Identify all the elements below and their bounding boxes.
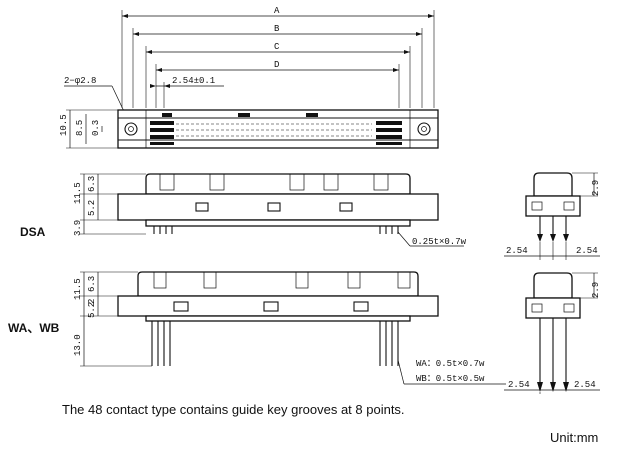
dsa-dim-6-3: 6.3 bbox=[87, 176, 97, 192]
wawb-end-view: 2.9 2.54 2.54 bbox=[504, 272, 601, 394]
wawb-end-pitch-left: 2.54 bbox=[508, 380, 530, 390]
unit-label: Unit:mm bbox=[550, 430, 598, 445]
dsa-end-view: 2.9 2.54 2.54 bbox=[504, 172, 601, 260]
dim-8-5: 8.5 bbox=[75, 120, 85, 136]
wawb-pins-right bbox=[379, 321, 399, 366]
dsa-pins-left bbox=[153, 226, 173, 234]
wawb-end-pitch-right: 2.54 bbox=[574, 380, 596, 390]
wawb-housing bbox=[137, 271, 419, 297]
dim-b-label: B bbox=[274, 24, 280, 34]
dsa-window-2 bbox=[267, 202, 281, 212]
contact-cluster-left bbox=[150, 121, 174, 145]
pitch-label: 2.54±0.1 bbox=[172, 76, 215, 86]
dsa-window-3 bbox=[339, 202, 353, 212]
wawb-dim-5-2: 5.2 bbox=[87, 302, 97, 318]
dsa-pin-spec: 0.25t×0.7w bbox=[412, 237, 467, 247]
wa-pin-spec: WA：0.5t×0.7w bbox=[416, 359, 485, 369]
wawb-window-2 bbox=[263, 301, 279, 312]
dsa-pins-right bbox=[379, 226, 399, 234]
wawb-label: WA、WB bbox=[8, 321, 60, 335]
dsa-side-view: 0.25t×0.7w 11.5 6.3 5.2 3.9 bbox=[73, 173, 467, 247]
top-view: A B C D 2.54±0.1 2−φ2.8 bbox=[59, 6, 439, 149]
wawb-dim-2: 2 bbox=[87, 299, 97, 304]
dsa-dim-5-2: 5.2 bbox=[87, 200, 97, 216]
dsa-end-dim-2-9: 2.9 bbox=[591, 180, 601, 196]
wawb-window-3 bbox=[353, 301, 369, 312]
dsa-dim-3-9: 3.9 bbox=[73, 220, 83, 236]
dsa-end-pitch-right: 2.54 bbox=[576, 246, 598, 256]
wawb-pins-left bbox=[151, 321, 171, 366]
wb-pin-spec: WB：0.5t×0.5w bbox=[416, 374, 485, 384]
dim-10-5: 10.5 bbox=[59, 114, 69, 136]
dsa-window-1 bbox=[195, 202, 209, 212]
mount-hole-left bbox=[124, 122, 138, 136]
dsa-housing bbox=[145, 173, 411, 195]
hole-label: 2−φ2.8 bbox=[64, 76, 96, 86]
contact-cluster-right bbox=[376, 121, 402, 145]
wawb-dim-6-3: 6.3 bbox=[87, 276, 97, 292]
caption-text: The 48 contact type contains guide key g… bbox=[62, 402, 405, 417]
wawb-end-dim-2-9: 2.9 bbox=[591, 282, 601, 298]
dim-d-label: D bbox=[274, 60, 279, 70]
wawb-window-1 bbox=[173, 301, 189, 312]
dsa-end-pitch-left: 2.54 bbox=[506, 246, 528, 256]
dim-a-label: A bbox=[274, 6, 280, 16]
dsa-label: DSA bbox=[20, 225, 46, 239]
dsa-flange bbox=[117, 193, 439, 221]
dsa-dim-11-5: 11.5 bbox=[73, 182, 83, 204]
dim-0-3: 0.3 bbox=[91, 120, 101, 136]
wawb-dim-11-5: 11.5 bbox=[73, 278, 83, 300]
mount-hole-right bbox=[417, 122, 431, 136]
wawb-side-view: WA：0.5t×0.7w WB：0.5t×0.5w 11.5 6.3 2 5.2… bbox=[73, 271, 506, 385]
wawb-dim-13-0: 13.0 bbox=[73, 334, 83, 356]
dim-c-label: C bbox=[274, 42, 280, 52]
